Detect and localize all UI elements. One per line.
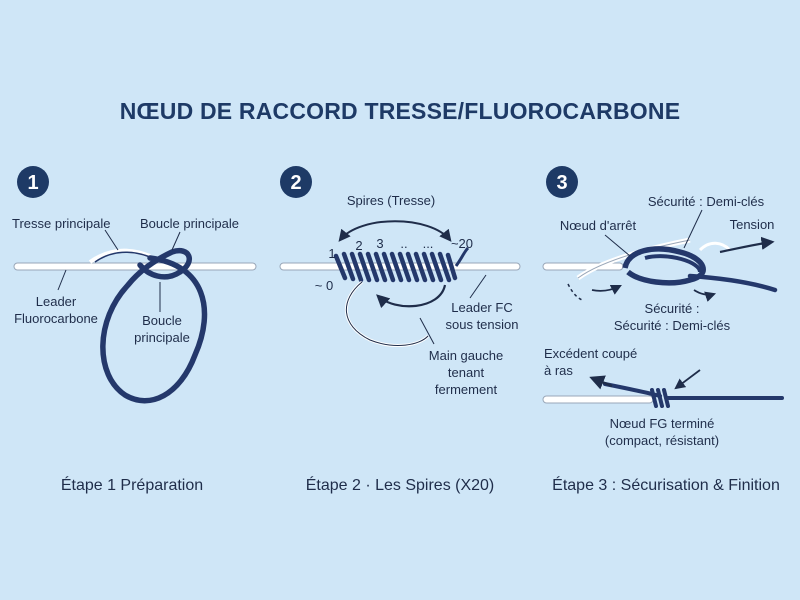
step-2-wrap-2: 2 bbox=[355, 238, 362, 253]
step-2-hand-curve bbox=[345, 280, 430, 347]
step-1-leader-loop bbox=[171, 231, 181, 251]
step-1-braid-outline bbox=[94, 251, 151, 263]
step-2-leader-fc bbox=[469, 274, 487, 299]
step-3-trim-arrow bbox=[589, 375, 613, 390]
step-3-badge bbox=[546, 166, 578, 198]
step-3-label-trim-1: Excédent coupé bbox=[544, 346, 637, 361]
step-3-braid-out bbox=[687, 273, 778, 293]
step-1-leader-line bbox=[13, 262, 257, 271]
step-2-label-hand-1: Main gauche bbox=[429, 348, 503, 363]
step-1-label-inner-loop-1: Boucle bbox=[142, 313, 182, 328]
step-2-wraps bbox=[333, 251, 458, 283]
step-2-wrap-dots-2: ... bbox=[423, 236, 434, 251]
step-1-label-leader: Leader bbox=[36, 294, 77, 309]
step-1-label-braid: Tresse principale bbox=[12, 216, 111, 231]
step-1-leader-fluoro bbox=[57, 269, 67, 291]
step-2-wrap-brace bbox=[338, 220, 452, 242]
step-3-leader-security bbox=[683, 209, 703, 249]
step-2-label-hand-2: tenant bbox=[448, 365, 485, 380]
step-3-dashed bbox=[567, 283, 583, 301]
step-2-label-tension: sous tension bbox=[446, 317, 519, 332]
diagram-title: NŒUD DE RACCORD TRESSE/FLUOROCARBONE bbox=[119, 98, 681, 124]
step-1-panel: 1 Tresse principale Boucle principale Le… bbox=[12, 166, 257, 494]
step-3-leader-line-bottom bbox=[542, 395, 654, 404]
step-3-leader-stop bbox=[604, 234, 631, 257]
step-2-leader-line bbox=[279, 262, 521, 271]
step-3-number: 3 bbox=[556, 172, 567, 194]
step-2-braid-tail bbox=[454, 246, 470, 267]
step-3-label-stop: Nœud d'arrêt bbox=[560, 218, 637, 233]
step-1-main-loop bbox=[100, 247, 208, 404]
step-3-label-security-mid-2: Sécurité : Demi-clés bbox=[614, 318, 731, 333]
step-3-tension-arrow bbox=[719, 236, 775, 254]
step-1-braid-white bbox=[88, 248, 151, 264]
step-3-label-security-top: Sécurité : Demi-clés bbox=[648, 194, 765, 209]
step-2-label-wraps: Spires (Tresse) bbox=[347, 193, 435, 208]
step-3-label-tension: Tension bbox=[730, 217, 775, 232]
step-2-panel: 2 Spires (Tresse bbox=[279, 166, 521, 494]
step-3-finished-knot bbox=[650, 388, 670, 408]
step-3-label-done-1: Nœud FG terminé bbox=[610, 416, 715, 431]
step-3-done-arrow bbox=[674, 369, 701, 390]
step-1-caption: Étape 1 Préparation bbox=[61, 475, 203, 494]
step-1-number: 1 bbox=[27, 172, 38, 194]
step-3-panel: 3 Nœud d'arrêt Sécurité : Demi-clés Tens… bbox=[542, 166, 784, 494]
step-1-label-inner-loop-2: principale bbox=[134, 330, 190, 345]
step-2-label-hand-3: fermement bbox=[435, 382, 498, 397]
step-2-caption: Étape 2 · Les Spires (X20) bbox=[306, 475, 495, 494]
step-1-label-fluoro: Fluorocarbone bbox=[14, 311, 98, 326]
step-3-small-arrow-1 bbox=[591, 285, 622, 295]
step-1-leader-braid bbox=[104, 229, 119, 251]
step-3-caption: Étape 3 : Sécurisation & Finition bbox=[552, 475, 780, 494]
step-3-label-trim-2: à ras bbox=[544, 363, 573, 378]
step-2-rotate-arrow bbox=[376, 284, 447, 309]
step-1-badge bbox=[17, 166, 49, 198]
step-1-label-loop-top: Boucle principale bbox=[140, 216, 239, 231]
step-3-half-hitch bbox=[644, 254, 702, 273]
step-2-wrap-dots-1: .. bbox=[400, 236, 407, 251]
step-2-wrap-0: ~ 0 bbox=[315, 278, 333, 293]
step-3-label-security-mid-1: Sécurité : bbox=[645, 301, 700, 316]
step-3-hitch-white bbox=[698, 241, 732, 252]
step-2-wrap-3: 3 bbox=[376, 236, 383, 251]
step-3-leader-line-top bbox=[542, 262, 624, 271]
step-2-label-leader: Leader FC bbox=[451, 300, 512, 315]
step-3-leader-outline bbox=[577, 239, 691, 279]
step-2-leader-hand bbox=[419, 317, 435, 345]
step-2-hand-outline bbox=[346, 281, 429, 346]
step-2-badge bbox=[280, 166, 312, 198]
step-3-label-done-2: (compact, résistant) bbox=[605, 433, 719, 448]
step-2-wrap-1: 1 bbox=[328, 246, 335, 261]
step-3-stop-knot bbox=[622, 246, 706, 286]
step-2-wrap-20: ~20 bbox=[451, 236, 473, 251]
step-3-small-arrow-2 bbox=[693, 289, 717, 302]
step-2-number: 2 bbox=[290, 172, 301, 194]
